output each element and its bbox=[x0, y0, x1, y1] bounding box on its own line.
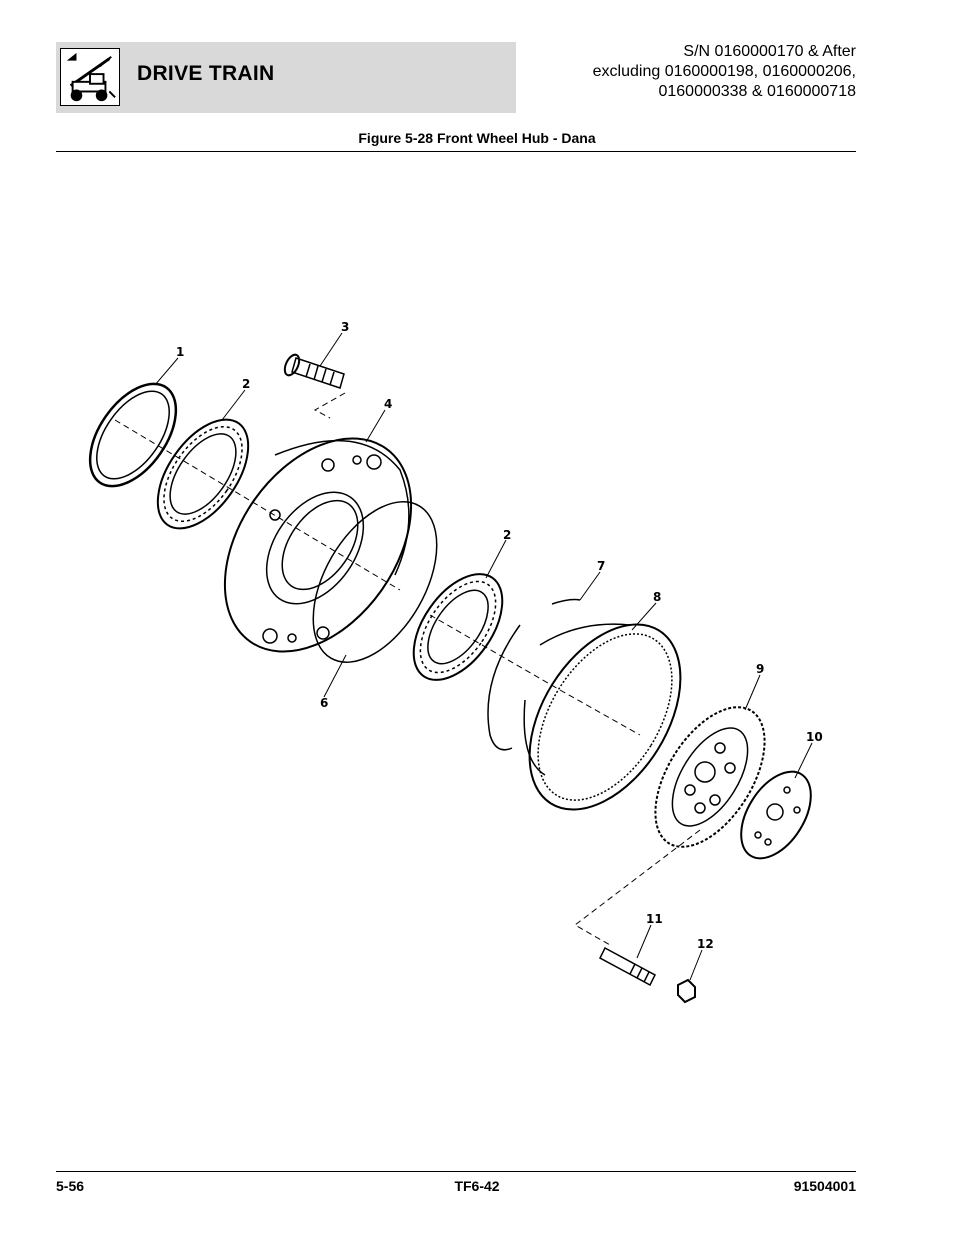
figure-title: Figure 5-28 Front Wheel Hub - Dana bbox=[358, 130, 596, 146]
part-o-ring bbox=[312, 501, 438, 663]
callout-labels: 1 2 3 4 2 6 7 8 9 10 11 12 bbox=[176, 320, 823, 951]
serial-line-2: excluding 0160000198, 0160000206, bbox=[592, 63, 856, 80]
page-number: 5-56 bbox=[56, 1178, 85, 1194]
assembly-centerlines bbox=[114, 392, 701, 946]
callout-1: 1 bbox=[176, 345, 184, 359]
callout-8: 8 bbox=[653, 590, 661, 604]
part-nut bbox=[677, 978, 696, 1004]
callout-7: 7 bbox=[597, 559, 605, 573]
callout-12: 12 bbox=[697, 937, 714, 951]
part-hub-gear bbox=[654, 706, 766, 848]
callout-2-upper: 2 bbox=[242, 377, 250, 391]
callout-6: 6 bbox=[320, 696, 328, 710]
part-snap-ring bbox=[487, 598, 581, 751]
footer-center-code: TF6-42 bbox=[454, 1178, 500, 1194]
serial-line-3: 0160000338 & 0160000718 bbox=[658, 83, 856, 100]
callout-4: 4 bbox=[384, 397, 392, 411]
callout-9: 9 bbox=[756, 662, 764, 676]
serial-number-block: S/N 0160000170 & After excluding 0160000… bbox=[593, 42, 856, 102]
exploded-parts-diagram: 1 2 3 4 2 6 7 8 9 10 11 12 bbox=[88, 320, 823, 1004]
part-seal bbox=[88, 382, 178, 488]
callout-3: 3 bbox=[341, 320, 349, 334]
telehandler-icon bbox=[60, 48, 120, 106]
part-lock-plate bbox=[740, 770, 812, 860]
serial-line-1: S/N 0160000170 & After bbox=[683, 43, 856, 60]
header-divider bbox=[56, 151, 856, 152]
leader-lines bbox=[154, 332, 813, 981]
part-ring-gear bbox=[523, 623, 682, 811]
section-title: DRIVE TRAIN bbox=[137, 62, 275, 85]
callout-2-lower: 2 bbox=[503, 528, 511, 542]
callout-11: 11 bbox=[646, 912, 663, 926]
footer-divider bbox=[56, 1171, 856, 1172]
header-band bbox=[56, 42, 516, 113]
callout-10: 10 bbox=[806, 730, 823, 744]
part-bolt bbox=[599, 946, 656, 987]
part-bearing-inner bbox=[156, 418, 250, 530]
document-number: 91504001 bbox=[793, 1178, 856, 1194]
part-wheel-stud bbox=[283, 353, 345, 389]
part-bearing-outer bbox=[412, 573, 504, 681]
part-hub bbox=[223, 437, 413, 653]
